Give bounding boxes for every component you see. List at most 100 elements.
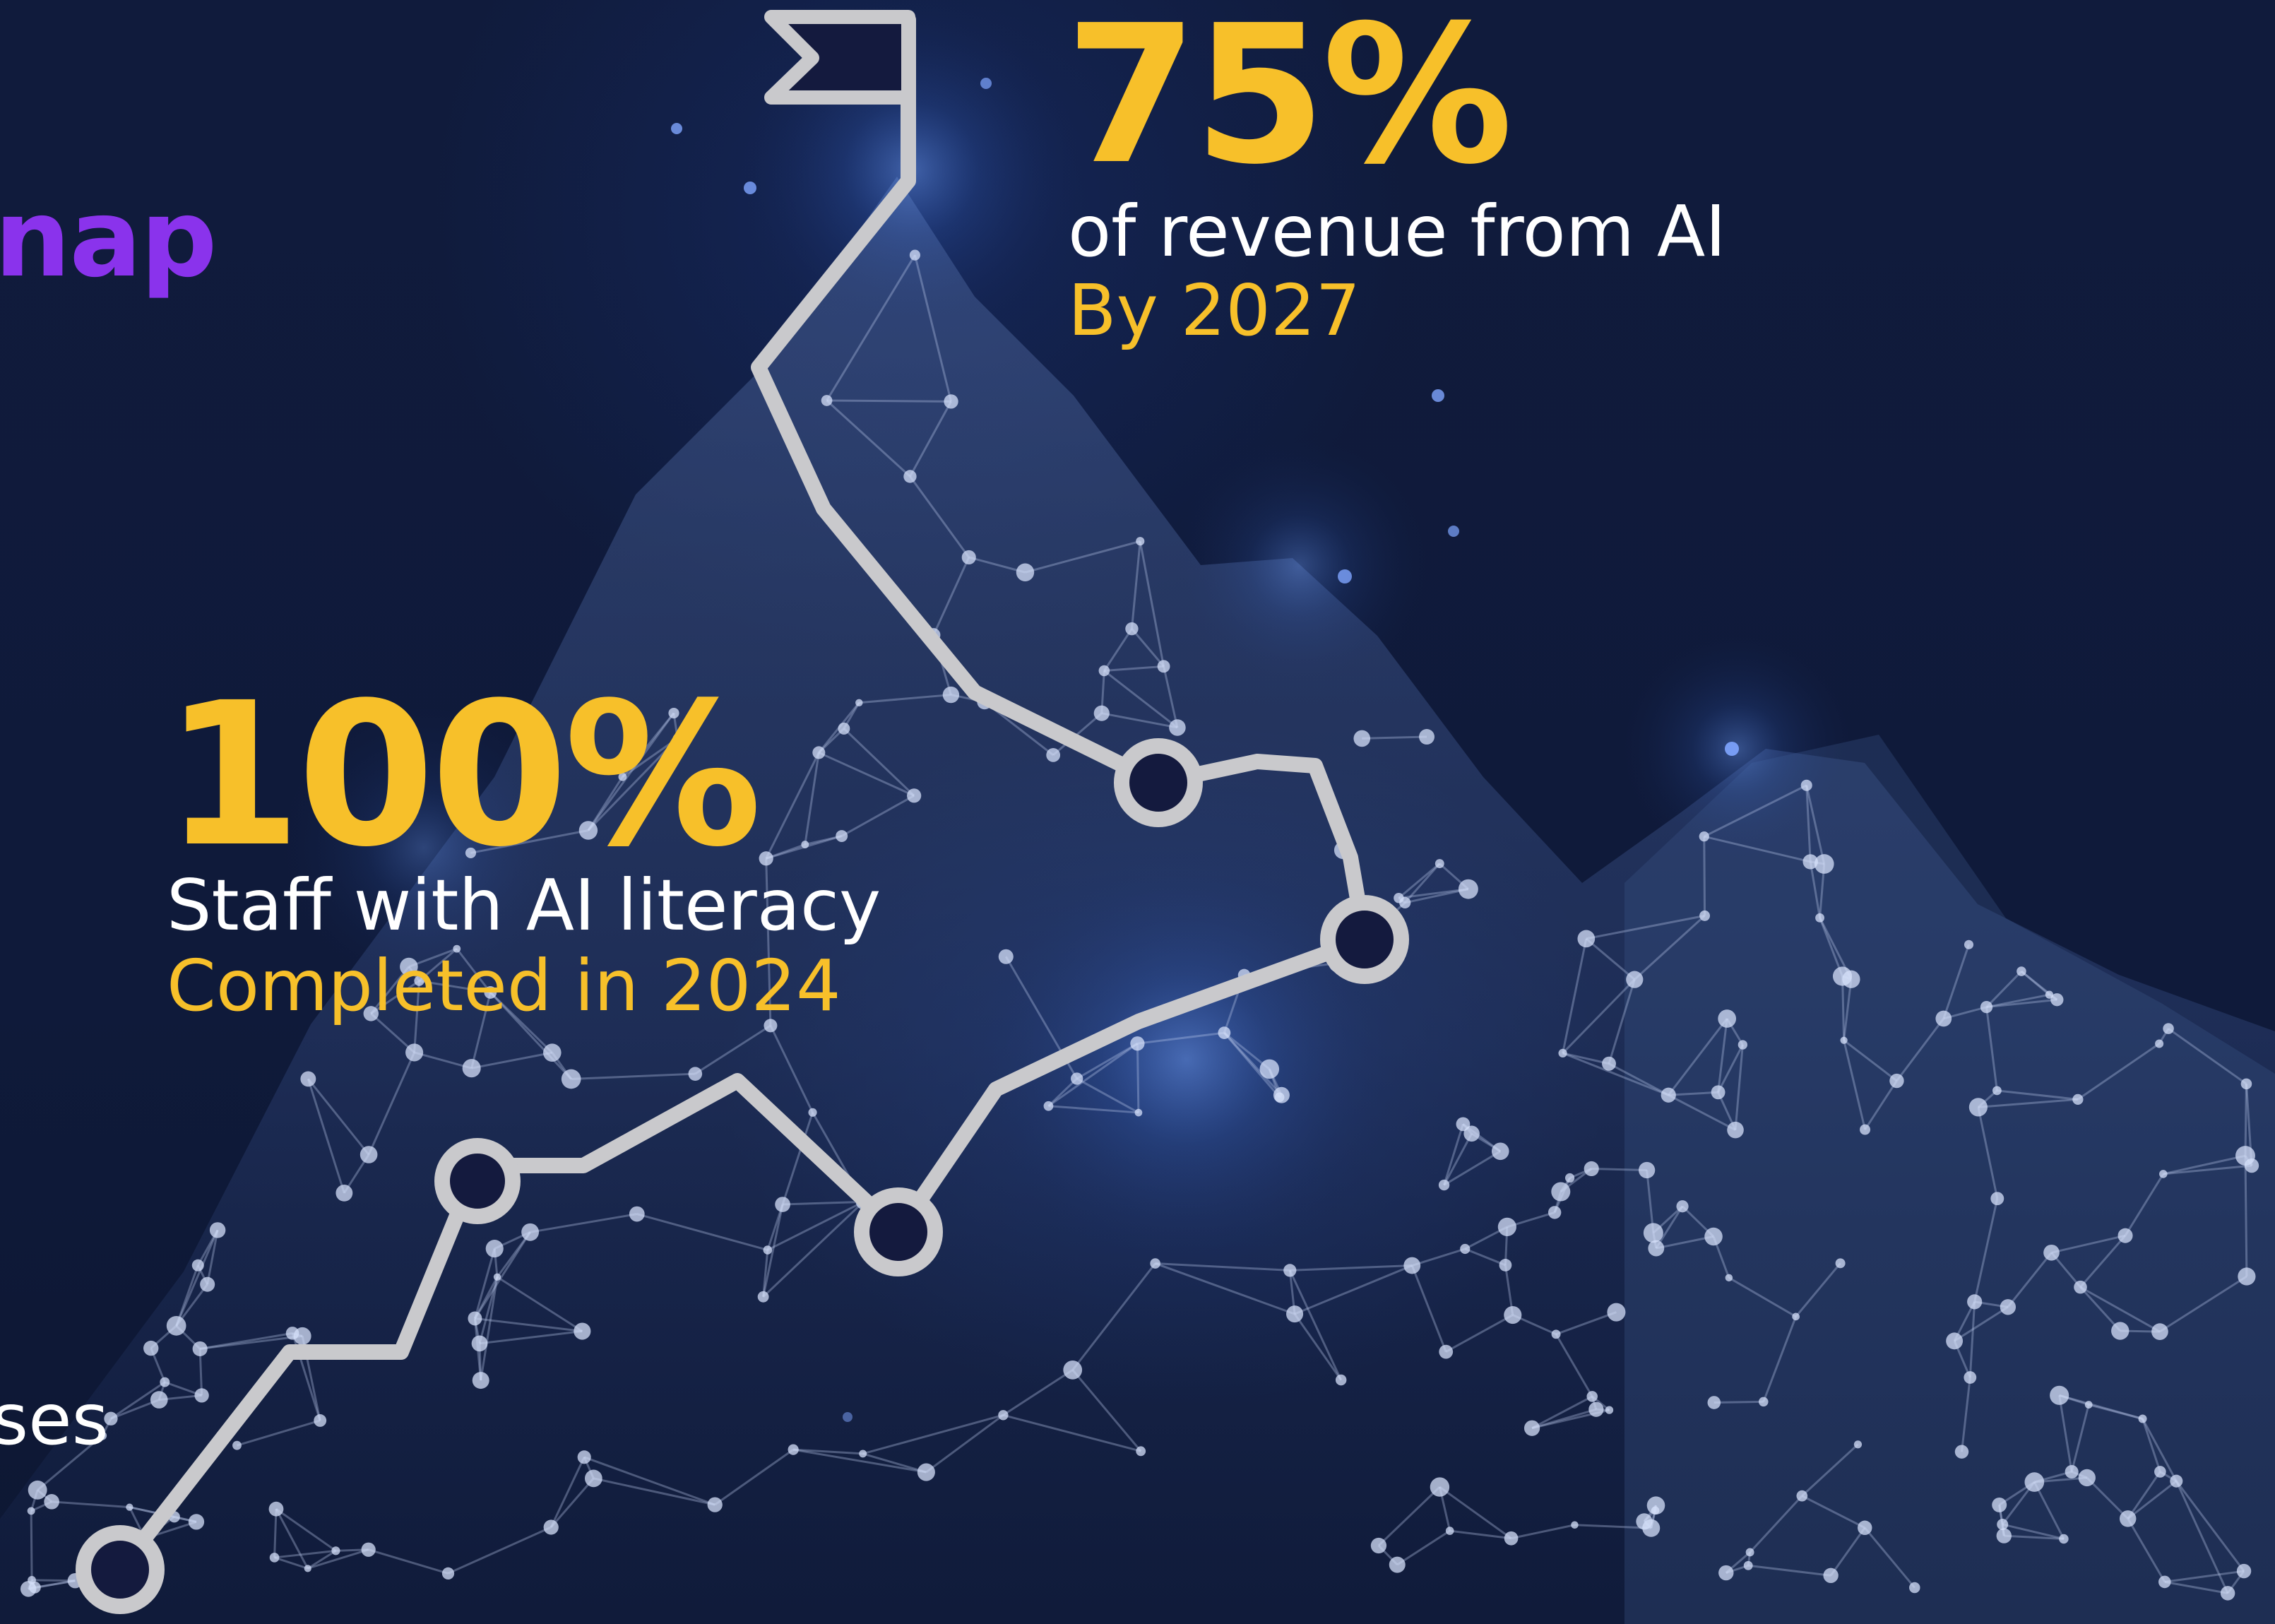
mesh-node — [1551, 1329, 1561, 1339]
mesh-line — [1713, 1400, 1764, 1404]
mesh-node — [1607, 1303, 1626, 1322]
mesh-line — [2070, 1404, 2090, 1472]
mesh-line — [1704, 835, 1811, 863]
mesh-line — [2007, 1252, 2053, 1308]
mesh-line — [1003, 1413, 1141, 1452]
mesh-node — [1571, 1521, 1579, 1529]
mesh-node — [1964, 940, 1974, 949]
mesh-node — [668, 707, 679, 719]
mesh-node — [453, 944, 461, 953]
mesh-line — [2004, 1534, 2064, 1541]
mesh-line — [52, 1500, 130, 1509]
mesh-line — [419, 980, 491, 994]
mesh-node — [1558, 1048, 1567, 1058]
mesh-node — [143, 1340, 159, 1356]
mesh-node — [2117, 1228, 2133, 1243]
circle-marker-icon — [1114, 738, 1203, 827]
mesh-node — [2059, 1534, 2069, 1544]
mesh-line — [110, 1381, 166, 1420]
mesh-node — [578, 821, 598, 840]
circle-marker-icon — [854, 1187, 943, 1276]
mesh-node — [1134, 1108, 1143, 1117]
mesh-line — [2127, 1518, 2166, 1583]
mesh-node — [360, 1146, 378, 1163]
mesh-node — [1743, 1560, 1753, 1570]
mesh-line — [1139, 540, 1165, 667]
mesh-line — [587, 737, 679, 831]
mesh-node — [335, 1184, 353, 1202]
mesh-line — [1608, 1062, 1669, 1096]
mesh-line — [1997, 1089, 2079, 1101]
mesh-line — [804, 752, 820, 845]
mesh-line — [587, 712, 675, 831]
mesh-node — [468, 1311, 482, 1326]
mesh-line — [2077, 1043, 2160, 1101]
mesh-line — [447, 1526, 552, 1575]
mesh-line — [792, 1448, 927, 1474]
mesh-line — [2159, 1275, 2247, 1333]
mesh-node — [942, 686, 960, 704]
mesh-node — [855, 699, 863, 706]
mesh-node — [1725, 1274, 1733, 1282]
mesh-line — [1585, 937, 1636, 980]
mesh-line — [1717, 1044, 1744, 1093]
mesh-line — [1130, 541, 1141, 629]
mesh-node — [462, 1059, 481, 1078]
mesh-node — [1832, 966, 1853, 986]
mesh-line — [1294, 1264, 1413, 1315]
mesh-node — [759, 851, 773, 866]
mesh-node — [414, 976, 424, 986]
circle-marker-icon — [1320, 895, 1409, 984]
mesh-line — [1103, 670, 1178, 729]
mesh-node — [1586, 1391, 1598, 1402]
mesh-line — [1048, 1105, 1139, 1114]
mesh-line — [1646, 1170, 1655, 1233]
mesh-node — [812, 746, 826, 759]
mesh-line — [2163, 1154, 2246, 1175]
mesh-node — [672, 733, 682, 744]
mesh-line — [1703, 836, 1706, 916]
mesh-node — [1676, 1200, 1689, 1213]
mesh-node — [1745, 1548, 1754, 1557]
mesh-node — [1063, 1361, 1083, 1380]
mesh-line — [1985, 1007, 1998, 1091]
mesh-line — [1562, 1052, 1669, 1096]
mesh-node — [2078, 1469, 2096, 1487]
mesh-line — [1002, 1369, 1074, 1416]
mesh-line — [2164, 1580, 2228, 1594]
mesh-line — [1398, 888, 1469, 899]
mesh-node — [304, 1565, 311, 1572]
background-stars — [671, 78, 1739, 1422]
mesh-line — [843, 728, 915, 797]
mesh-line — [762, 1201, 865, 1298]
mesh-line — [2079, 1286, 2161, 1333]
mesh-node — [584, 1469, 602, 1488]
mesh-line — [480, 1276, 499, 1381]
mesh-node — [1853, 1440, 1863, 1449]
mesh-line — [622, 712, 675, 778]
mesh-node — [1980, 1001, 1993, 1014]
mesh-node — [104, 1411, 118, 1426]
mesh-line — [1137, 1031, 1225, 1045]
mesh-line — [1290, 1264, 1413, 1272]
circle-marker-icon — [76, 1525, 165, 1614]
mesh-line — [1655, 1205, 1684, 1249]
mesh-line — [783, 1200, 864, 1206]
mesh-node — [1967, 1294, 1983, 1310]
mesh-line — [550, 1477, 595, 1528]
mesh-node — [1992, 1086, 2002, 1096]
circle-marker-icon — [434, 1138, 521, 1224]
mesh-node — [543, 1519, 559, 1535]
mesh-node — [465, 847, 477, 859]
mesh-line — [1404, 863, 1441, 903]
mesh-line — [370, 966, 410, 1014]
mesh-line — [636, 1213, 768, 1252]
mesh-line — [2168, 1027, 2247, 1085]
mesh-line — [1985, 970, 2023, 1008]
mesh-node — [1491, 1142, 1509, 1161]
mesh-node — [2084, 1401, 2093, 1409]
mesh-line — [1104, 665, 1164, 672]
mesh-line — [1410, 1265, 1447, 1353]
mesh-node — [1353, 730, 1371, 747]
mesh-node — [2065, 1464, 2079, 1479]
